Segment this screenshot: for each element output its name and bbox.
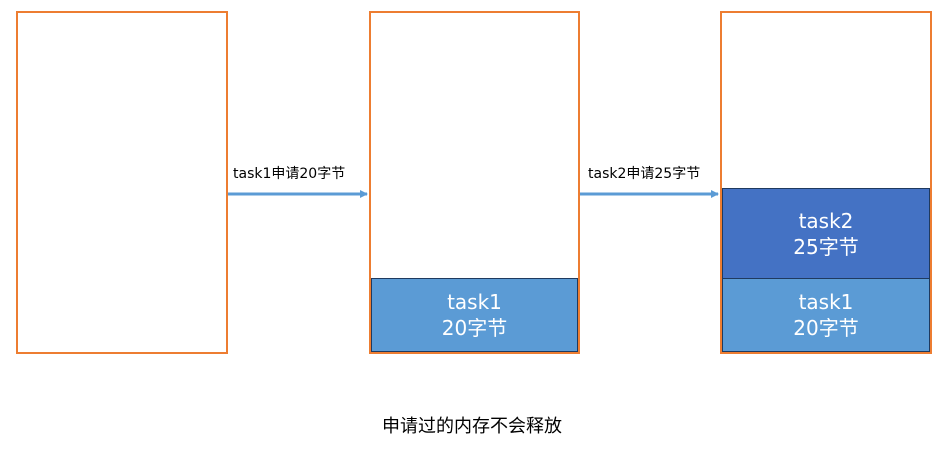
memory-block-task1: task1 20字节 <box>722 278 930 352</box>
block-task-name: task2 <box>798 208 854 233</box>
block-size: 20字节 <box>441 316 508 340</box>
memory-box-after-task2: task2 25字节 task1 20字节 <box>720 11 932 354</box>
block-size: 20字节 <box>793 316 859 340</box>
memory-block-task2: task2 25字节 <box>722 188 930 279</box>
block-task-name: task1 <box>798 290 854 314</box>
block-task-name: task1 <box>447 290 502 314</box>
arrow-label-task2: task2申请25字节 <box>588 166 701 182</box>
memory-box-after-task1: task1 20字节 <box>369 11 580 354</box>
block-size: 25字节 <box>793 234 859 259</box>
diagram-caption: 申请过的内存不会释放 <box>382 416 562 437</box>
memory-block-task1: task1 20字节 <box>371 278 578 352</box>
arrow-label-task1: task1申请20字节 <box>233 166 346 182</box>
memory-box-initial <box>16 11 228 354</box>
